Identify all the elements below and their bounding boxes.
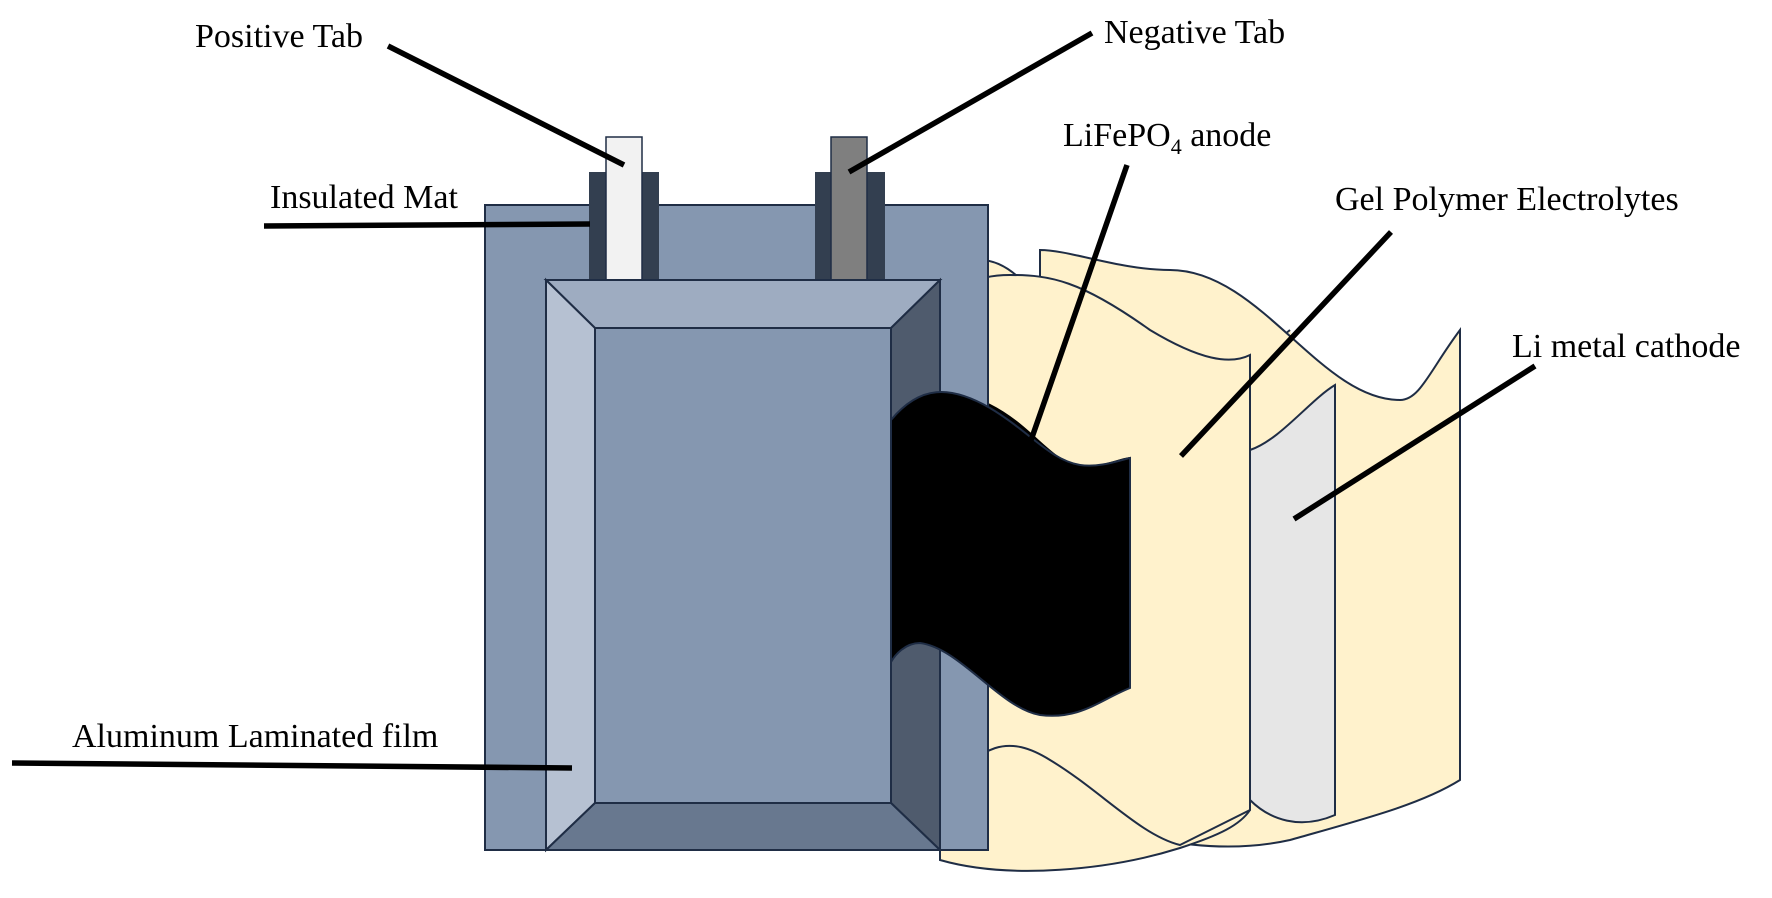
anode-label: LiFePO4 anode xyxy=(1063,117,1271,159)
anode-label-prefix: LiFePO xyxy=(1063,117,1171,154)
insulated-mat-label: Insulated Mat xyxy=(270,179,458,216)
cathode-leader xyxy=(1292,363,1537,522)
pouch-inner-panel xyxy=(594,327,892,804)
anode-label-subscript: 4 xyxy=(1171,134,1182,159)
film-leader xyxy=(11,760,573,771)
electrolyte-leader xyxy=(1178,230,1394,458)
negative-tab xyxy=(830,136,868,281)
negative-tab-leader xyxy=(847,30,1094,175)
anode-label-suffix: anode xyxy=(1182,117,1272,154)
electrolyte-label: Gel Polymer Electrolytes xyxy=(1335,181,1679,218)
negative-tab-label: Negative Tab xyxy=(1104,14,1285,51)
pouch-bevel-top xyxy=(543,279,943,329)
positive-tab-label: Positive Tab xyxy=(195,18,363,55)
insulated-mat-leader xyxy=(263,221,591,229)
anode-leader xyxy=(1026,164,1130,447)
cathode-label: Li metal cathode xyxy=(1512,328,1740,365)
lifepo4-anode-front xyxy=(890,391,1131,717)
pouch-bevel-left xyxy=(545,277,596,853)
positive-tab-leader xyxy=(386,43,626,168)
film-label: Aluminum Laminated film xyxy=(72,718,438,755)
cathode-separator-sheet xyxy=(1249,383,1336,824)
pouch-bevel-bottom xyxy=(543,802,943,851)
